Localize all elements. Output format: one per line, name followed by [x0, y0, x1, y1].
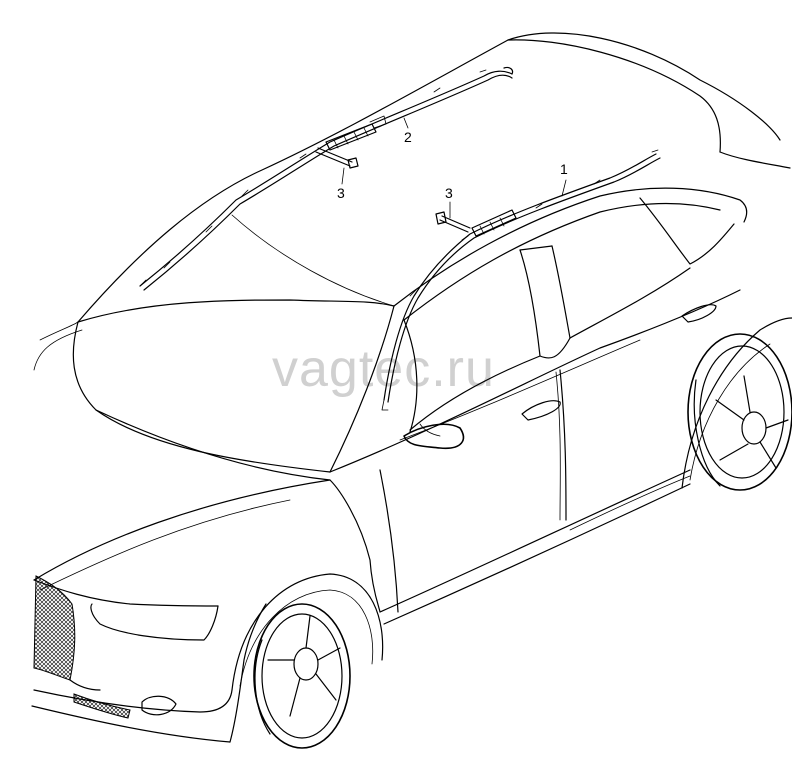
- rear-wheel: [687, 333, 792, 491]
- bolt-right: [435, 211, 471, 233]
- airbag-left-roof-rail: [139, 66, 514, 291]
- callout-1: 1: [560, 161, 568, 197]
- bolt-left: [315, 147, 359, 169]
- callout-3-left: 3: [337, 167, 345, 201]
- callout-label-3-left: 3: [337, 185, 345, 201]
- callout-label-1: 1: [560, 161, 568, 177]
- callout-label-2: 2: [404, 129, 412, 145]
- callout-3-right: 3: [445, 185, 453, 219]
- airbag-right-roof-rail: [381, 149, 661, 411]
- callout-2: 2: [403, 117, 412, 145]
- front-wheel: [253, 603, 351, 749]
- callout-label-3-right: 3: [445, 185, 453, 201]
- watermark: vagtec.ru: [272, 340, 495, 398]
- car-body: [31, 32, 792, 743]
